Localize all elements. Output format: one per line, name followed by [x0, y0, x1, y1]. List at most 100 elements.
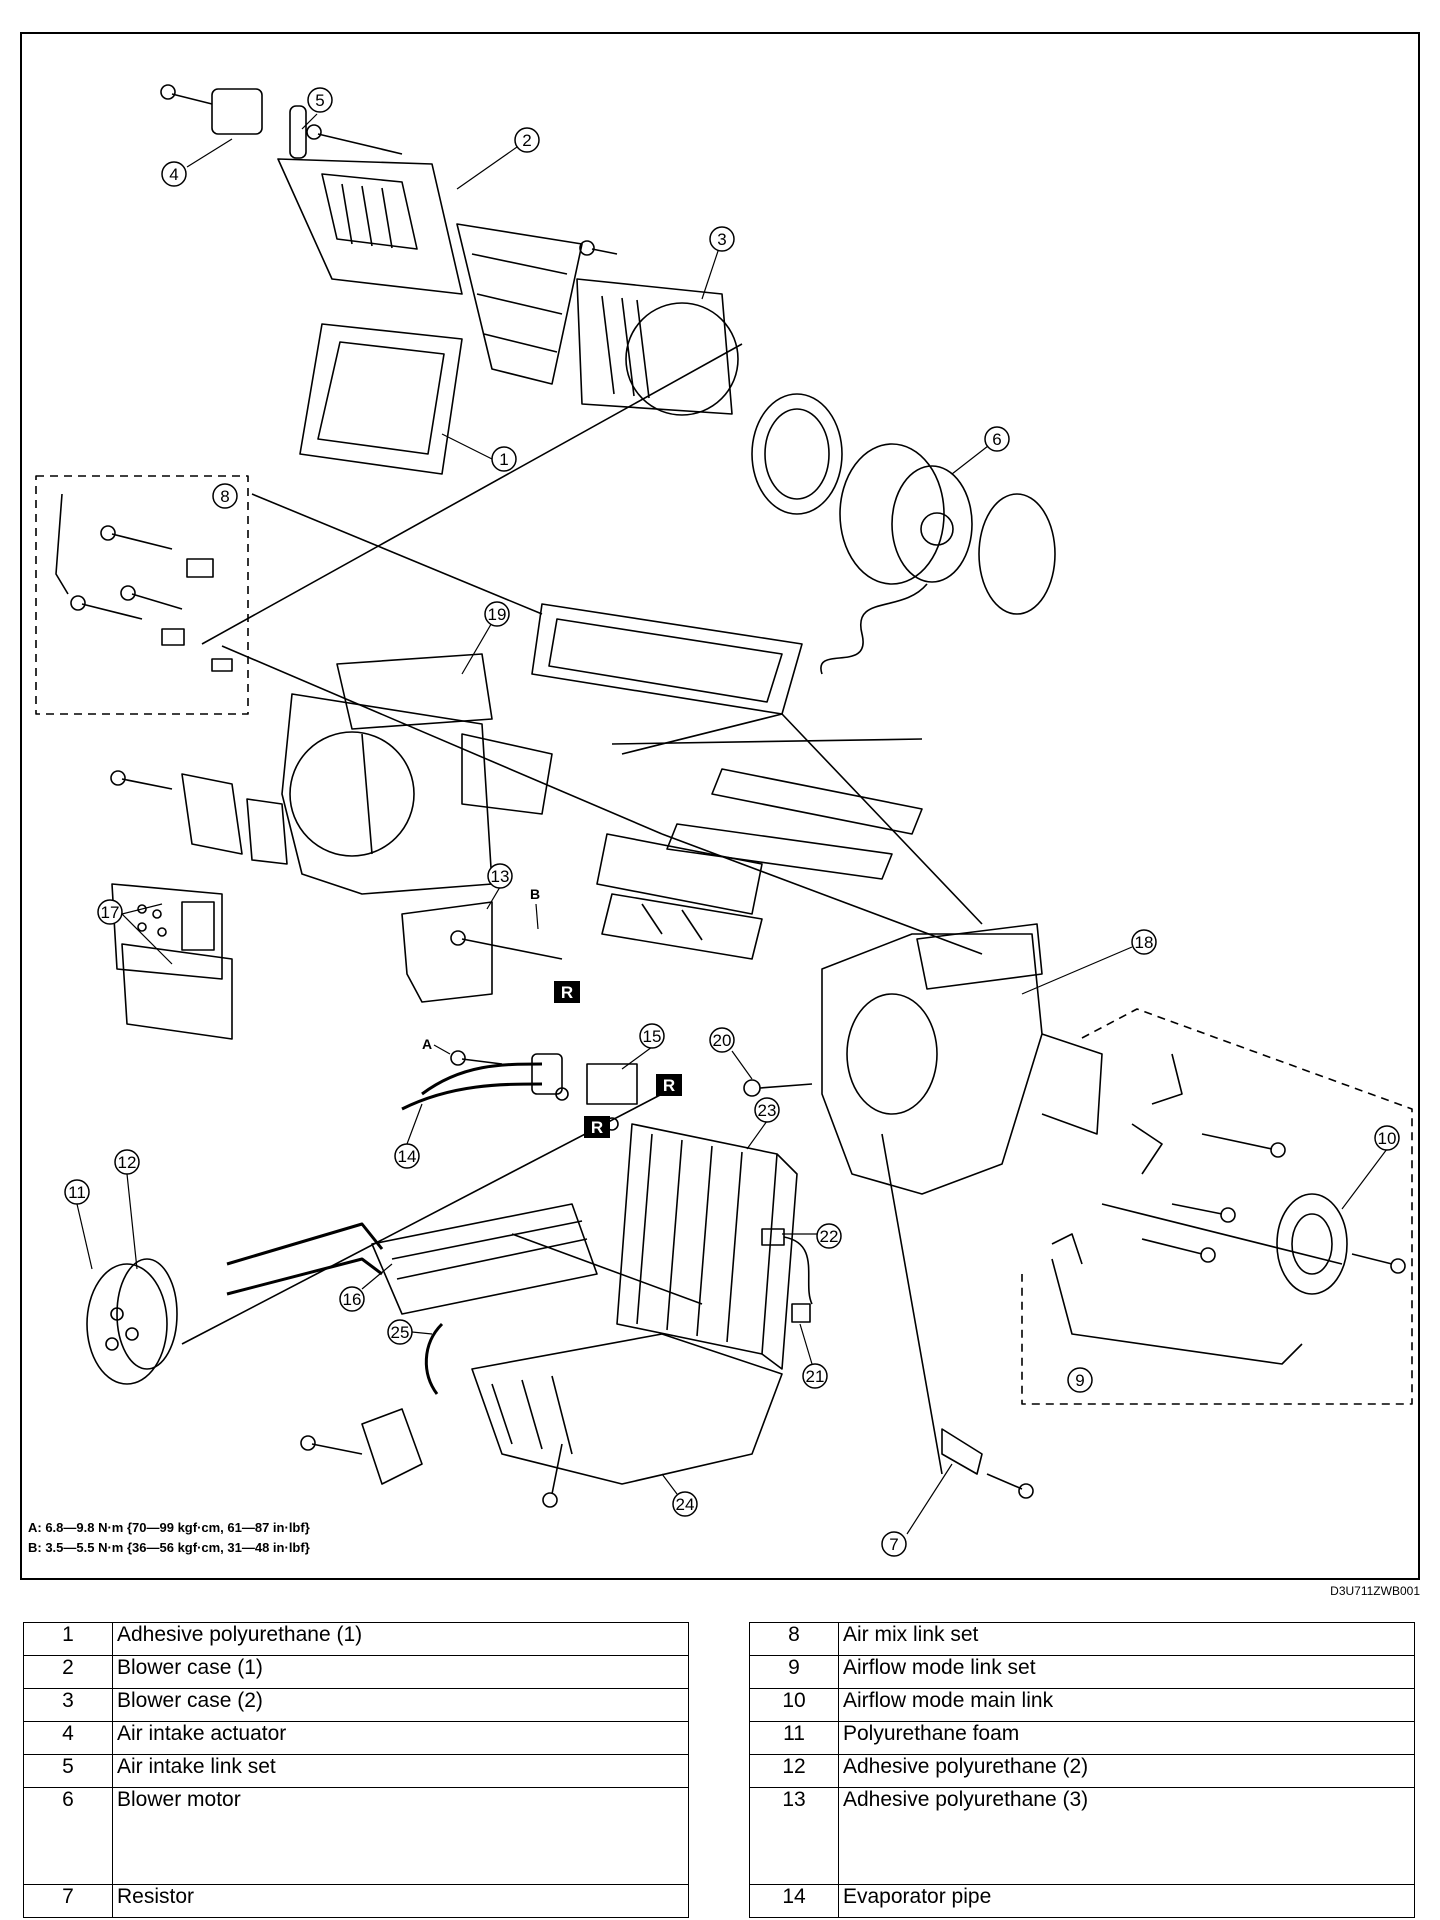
- link-lever: [161, 628, 185, 646]
- leader-line-15: [621, 1046, 653, 1070]
- heater-core-pipe: [226, 1222, 384, 1266]
- filter-17-drawing: [111, 883, 223, 980]
- replace-mark-label: R: [663, 1076, 675, 1095]
- callout-1: 1: [491, 446, 517, 472]
- lower-case-drawing: [471, 1333, 783, 1485]
- blower-case-1-drawing: [277, 158, 463, 295]
- callout-8-label: 8: [220, 487, 229, 506]
- callout-13: 13: [487, 863, 513, 889]
- part-name: Blower motor: [112, 1787, 689, 1885]
- filter-dot: [137, 922, 147, 932]
- screw-head: [450, 930, 466, 946]
- callout-leaders: [76, 113, 1388, 1535]
- part-number: 5: [23, 1754, 113, 1788]
- damper-door-drawing: [601, 893, 763, 960]
- leader-line-20: [731, 1050, 753, 1080]
- assembly-line: [251, 493, 543, 615]
- case-rib: [551, 1375, 573, 1455]
- filter-line: [483, 333, 558, 353]
- door-line: [641, 903, 663, 935]
- adhesive-polyurethane-2-drawing: [116, 1258, 178, 1370]
- screw: [121, 778, 173, 790]
- grille-line: [341, 183, 353, 245]
- leader-line-4: [186, 138, 233, 168]
- heater-case-right-drawing: [821, 933, 1043, 1195]
- callout-3-label: 3: [717, 230, 726, 249]
- replace-mark: R: [554, 981, 580, 1003]
- part-name: Blower case (2): [112, 1688, 689, 1722]
- callout-7-label: 7: [889, 1535, 898, 1554]
- callout-15: 15: [639, 1023, 665, 1049]
- airflow-mode-link-set-box: [1021, 1008, 1413, 1405]
- part-name: Air intake link set: [112, 1754, 689, 1788]
- leader-line-14: [406, 1103, 423, 1145]
- grille-line: [636, 299, 650, 399]
- fan-ring-inner: [764, 408, 830, 500]
- evaporator-side: [761, 1153, 798, 1370]
- mode-lever: [1051, 1233, 1083, 1265]
- heater-case-right-opening: [846, 993, 938, 1115]
- air-intake-link-drawing: [289, 105, 307, 159]
- callout-6: 6: [984, 426, 1010, 452]
- callout-3: 3: [709, 226, 735, 252]
- screw: [1351, 1253, 1393, 1265]
- damper-door-drawing: [596, 833, 763, 915]
- callout-2: 2: [514, 127, 540, 153]
- callout-19: 19: [484, 601, 510, 627]
- callout-20-label: 20: [713, 1031, 732, 1050]
- pipe-flange: [531, 1053, 563, 1095]
- fin-line: [391, 1220, 583, 1260]
- mode-door-plate: [181, 773, 243, 855]
- filter-drawing: [456, 223, 583, 385]
- evaporator-pipe-drawing: [421, 1062, 543, 1096]
- screw-head: [1200, 1247, 1216, 1263]
- damper-door-drawing: [711, 768, 923, 835]
- foot-duct-drawing: [361, 1408, 423, 1485]
- screw: [311, 1443, 363, 1455]
- callout-10: 10: [1374, 1125, 1400, 1151]
- screw-head: [300, 1435, 316, 1451]
- callout-markers: 2 3 4 5 6 1 8 19 18 13 17 15 20 23 12 11…: [64, 87, 1400, 1557]
- fin-line: [726, 1151, 743, 1343]
- screw: [461, 938, 563, 960]
- screw-head: [542, 1492, 558, 1508]
- assembly-line: [201, 343, 743, 645]
- screw: [111, 533, 173, 550]
- screw-head: [100, 525, 116, 541]
- screw-head: [110, 770, 126, 786]
- fin-line: [696, 1145, 713, 1337]
- leader-line-24: [661, 1473, 678, 1495]
- blower-motor-wire: [820, 583, 928, 675]
- callout-13-label: 13: [491, 867, 510, 886]
- resistor-drawing: [941, 1428, 983, 1475]
- callout-14: 14: [394, 1143, 420, 1169]
- part-name: Air mix link set: [838, 1622, 1415, 1656]
- screw-head: [579, 240, 595, 256]
- callout-24-label: 24: [676, 1495, 695, 1514]
- screw-head: [1018, 1483, 1034, 1499]
- callout-18: 18: [1131, 929, 1157, 955]
- link-rod: [55, 493, 69, 595]
- screw: [591, 248, 618, 255]
- sensor-drawing: [791, 1303, 811, 1323]
- grille-line: [381, 187, 393, 249]
- callout-17: 17: [97, 899, 123, 925]
- exploded-view-diagram: 2 3 4 5 6 1 8 19 18 13 17 15 20 23 12 11…: [20, 32, 1420, 1580]
- link-lever: [211, 658, 233, 672]
- o-ring: [555, 1087, 569, 1101]
- part-number: 7: [23, 1884, 113, 1918]
- callout-9: 9: [1067, 1367, 1093, 1393]
- filter-dot: [137, 904, 147, 914]
- air-mix-link-set-box: [35, 475, 249, 715]
- callout-9-label: 9: [1075, 1371, 1084, 1390]
- replace-marks: R R R: [554, 981, 682, 1138]
- foam-hole: [125, 1327, 139, 1341]
- screw: [1171, 1203, 1223, 1215]
- evaporator-pipe-drawing: [401, 1082, 543, 1111]
- blower-case-grille: [321, 173, 418, 250]
- assembly-line: [621, 713, 983, 925]
- callout-1-label: 1: [499, 450, 508, 469]
